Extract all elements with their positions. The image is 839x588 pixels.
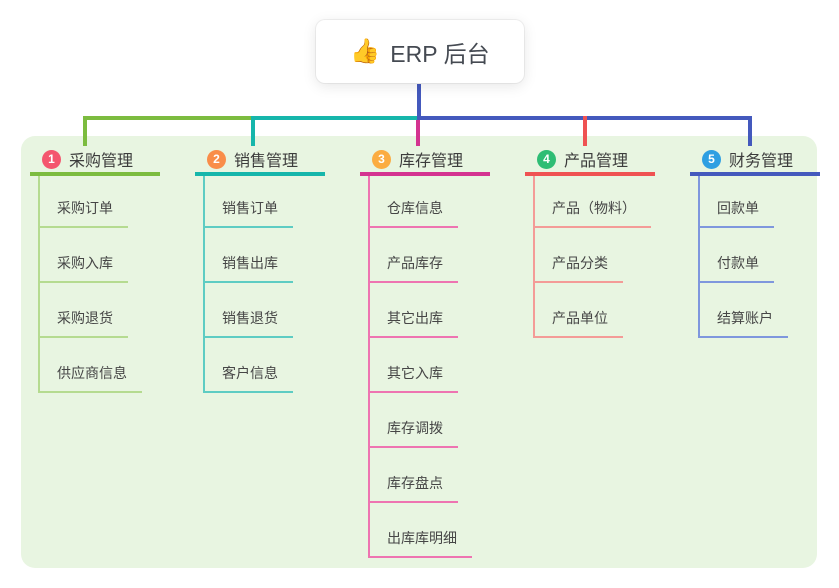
- child-node[interactable]: 付款单: [700, 228, 774, 283]
- branch-title: 库存管理: [399, 153, 464, 170]
- child-label: 销售出库: [222, 255, 278, 271]
- badge-5: 5: [702, 149, 721, 169]
- branch-children-sales: 销售订单 销售出库 销售退货 客户信息: [203, 176, 293, 393]
- branch-node-sales[interactable]: 2 销售管理: [195, 146, 325, 176]
- child-node[interactable]: 销售订单: [205, 176, 293, 228]
- child-label: 回款单: [717, 200, 759, 216]
- child-node[interactable]: 其它出库: [370, 283, 458, 338]
- child-node[interactable]: 产品库存: [370, 228, 458, 283]
- branch-sales: 2 销售管理 销售订单 销售出库 销售退货 客户信息: [195, 146, 325, 393]
- child-node[interactable]: 出库库明细: [370, 503, 472, 558]
- child-node[interactable]: 库存盘点: [370, 448, 458, 503]
- child-node[interactable]: 产品（物料）: [535, 176, 651, 228]
- branch-title: 销售管理: [234, 153, 299, 170]
- child-label: 产品（物料）: [552, 200, 636, 216]
- child-node[interactable]: 仓库信息: [370, 176, 458, 228]
- child-label: 其它入库: [387, 365, 443, 381]
- child-label: 供应商信息: [57, 365, 127, 381]
- child-node[interactable]: 结算账户: [700, 283, 788, 338]
- badge-1: 1: [42, 149, 61, 169]
- branch-purchase: 1 采购管理 采购订单 采购入库 采购退货 供应商信息: [30, 146, 160, 393]
- child-label: 结算账户: [717, 310, 773, 326]
- child-label: 付款单: [717, 255, 759, 271]
- child-label: 仓库信息: [387, 200, 443, 216]
- child-node[interactable]: 产品分类: [535, 228, 623, 283]
- branch-children-purchase: 采购订单 采购入库 采购退货 供应商信息: [38, 176, 142, 393]
- child-node[interactable]: 采购退货: [40, 283, 128, 338]
- branch-finance: 5 财务管理 回款单 付款单 结算账户: [690, 146, 820, 338]
- child-node[interactable]: 客户信息: [205, 338, 293, 393]
- child-label: 其它出库: [387, 310, 443, 326]
- child-node[interactable]: 采购入库: [40, 228, 128, 283]
- child-label: 库存盘点: [387, 475, 443, 491]
- child-label: 采购订单: [57, 200, 113, 216]
- branch-children-inventory: 仓库信息 产品库存 其它出库 其它入库 库存调拨 库存盘点 出库库明细: [368, 176, 472, 558]
- branch-title: 财务管理: [729, 153, 794, 170]
- child-label: 产品单位: [552, 310, 608, 326]
- child-label: 销售订单: [222, 200, 278, 216]
- mindmap-background-panel: [21, 136, 817, 568]
- badge-4: 4: [537, 149, 556, 169]
- branch-title: 产品管理: [564, 153, 629, 170]
- child-label: 采购入库: [57, 255, 113, 271]
- thumbs-up-icon: 👍: [350, 37, 381, 65]
- child-node[interactable]: 其它入库: [370, 338, 458, 393]
- branch-children-product: 产品（物料） 产品分类 产品单位: [533, 176, 651, 338]
- child-label: 采购退货: [57, 310, 113, 326]
- child-label: 出库库明细: [387, 530, 457, 546]
- child-node[interactable]: 供应商信息: [40, 338, 142, 393]
- child-label: 销售退货: [222, 310, 278, 326]
- child-node[interactable]: 库存调拨: [370, 393, 458, 448]
- child-label: 产品库存: [387, 255, 443, 271]
- badge-2: 2: [207, 149, 226, 169]
- branch-title: 采购管理: [69, 153, 134, 170]
- root-node-erp[interactable]: 👍 ERP 后台: [316, 20, 524, 83]
- branch-node-product[interactable]: 4 产品管理: [525, 146, 655, 176]
- child-label: 库存调拨: [387, 420, 443, 436]
- branch-inventory: 3 库存管理 仓库信息 产品库存 其它出库 其它入库 库存调拨 库存盘点 出库库…: [360, 146, 490, 558]
- root-node-title: ERP 后台: [390, 40, 490, 67]
- branch-node-purchase[interactable]: 1 采购管理: [30, 146, 160, 176]
- child-label: 客户信息: [222, 365, 278, 381]
- branch-node-inventory[interactable]: 3 库存管理: [360, 146, 490, 176]
- child-node[interactable]: 产品单位: [535, 283, 623, 338]
- branch-children-finance: 回款单 付款单 结算账户: [698, 176, 788, 338]
- branch-product: 4 产品管理 产品（物料） 产品分类 产品单位: [525, 146, 655, 338]
- child-node[interactable]: 销售出库: [205, 228, 293, 283]
- child-node[interactable]: 回款单: [700, 176, 774, 228]
- branch-node-finance[interactable]: 5 财务管理: [690, 146, 820, 176]
- child-node[interactable]: 采购订单: [40, 176, 128, 228]
- child-label: 产品分类: [552, 255, 608, 271]
- child-node[interactable]: 销售退货: [205, 283, 293, 338]
- badge-3: 3: [372, 149, 391, 169]
